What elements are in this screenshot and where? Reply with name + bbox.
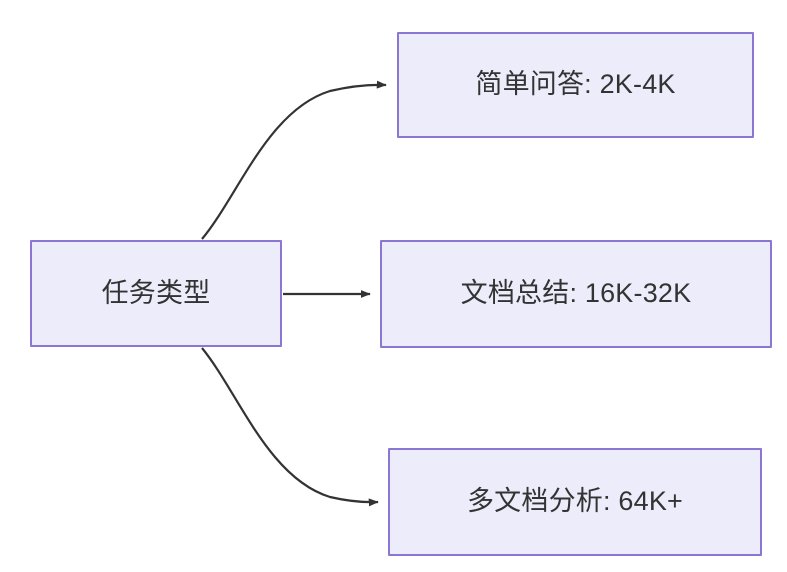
node-simple-qa[interactable]: 简单问答: 2K-4K [397,32,754,138]
node-task-type[interactable]: 任务类型 [30,240,282,347]
node-simple-qa-label: 简单问答: 2K-4K [475,69,676,100]
node-task-type-label: 任务类型 [101,277,211,308]
node-multi-doc[interactable]: 多文档分析: 64K+ [388,448,762,556]
edge-root-to-multi-doc [201,347,379,507]
node-multi-doc-label: 多文档分析: 64K+ [466,486,683,517]
edge-root-to-simple-qa [201,80,387,240]
node-doc-summary-label: 文档总结: 16K-32K [460,278,692,309]
node-doc-summary[interactable]: 文档总结: 16K-32K [380,240,772,348]
